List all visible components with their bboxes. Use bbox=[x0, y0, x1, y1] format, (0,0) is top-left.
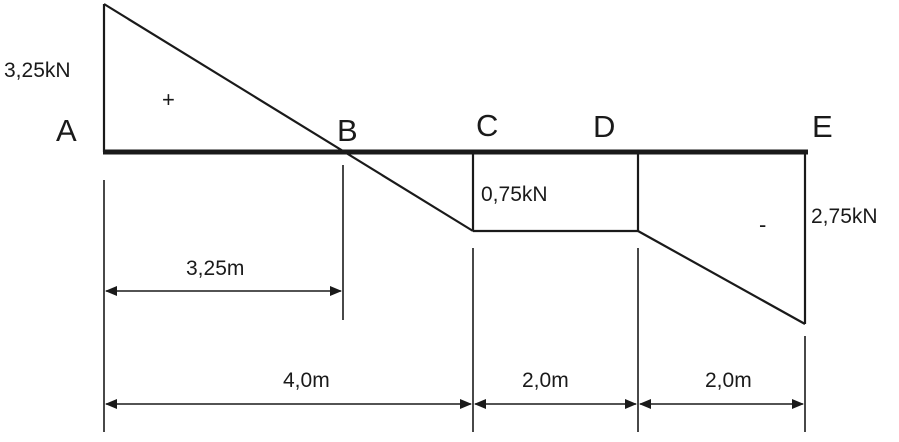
point-label-a: A bbox=[56, 113, 77, 148]
point-label-e: E bbox=[812, 109, 833, 144]
dimension-label-ac: 4,0m bbox=[283, 369, 330, 392]
dimension-arrows bbox=[105, 286, 804, 409]
positive-sign: + bbox=[162, 87, 175, 112]
sloped-line-d-to-e bbox=[637, 230, 806, 325]
force-value-middle: 0,75kN bbox=[481, 183, 548, 206]
dimension-label-ab: 3,25m bbox=[186, 257, 244, 280]
force-value-right: 2,75kN bbox=[811, 205, 878, 228]
sloped-line-a-to-c bbox=[103, 3, 474, 232]
dimension-label-de: 2,0m bbox=[705, 369, 752, 392]
dimension-label-cd: 2,0m bbox=[522, 369, 569, 392]
point-label-c: C bbox=[476, 108, 498, 143]
shear-shape bbox=[102, 3, 808, 325]
negative-sign: - bbox=[759, 212, 766, 237]
force-value-left: 3,25kN bbox=[4, 59, 71, 82]
point-label-d: D bbox=[593, 109, 615, 144]
extension-lines bbox=[103, 165, 806, 432]
point-label-b: B bbox=[337, 113, 358, 148]
